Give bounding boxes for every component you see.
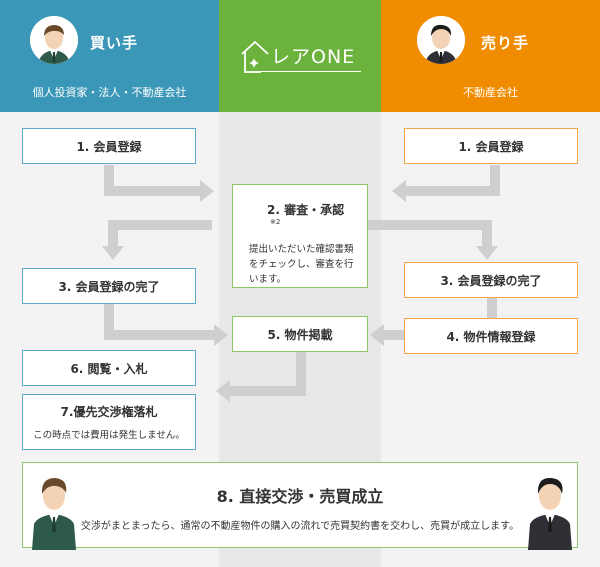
arrow-listing-to-buyer (216, 352, 306, 402)
platform-header: レアONE (219, 0, 381, 112)
step-final: 8. 直接交渉・売買成立 交渉がまとまったら、通常の不動産物件の購入の流れで売買… (22, 462, 578, 548)
arrow-review-to-buyer-done (102, 220, 212, 260)
arrow-property-to-listing (370, 324, 404, 346)
logo: レアONE (239, 38, 361, 74)
buyer-title: 買い手 (90, 34, 139, 52)
seller-header: 売り手 不動産会社 (381, 0, 600, 112)
buyer-header: 買い手 個人投資家・法人・不動産会社 (0, 0, 219, 112)
priority-note: この時点では費用は発生しません。 (33, 430, 185, 441)
priority-title: 7.優先交渉権落札 (60, 405, 158, 419)
final-note: 交渉がまとまったら、通常の不動産物件の購入の流れで売買契約書を交わし、売買が成立… (80, 521, 520, 532)
review-mark: ※2 (270, 218, 281, 226)
arrow-review-to-seller-done (368, 220, 498, 260)
step-seller-register: 1. 会員登録 (404, 128, 578, 164)
seller-title: 売り手 (481, 34, 530, 52)
step-review: 2. 審査・承認※2 提出いただいた確認書類をチェックし、審査を行います。 (232, 184, 368, 288)
review-note: 提出いただいた確認書類をチェックし、審査を行います。 (249, 244, 354, 285)
review-title: 2. 審査・承認 (267, 203, 345, 217)
logo-text: レアONE (271, 46, 356, 68)
buyer-subtitle: 個人投資家・法人・不動産会社 (32, 86, 187, 99)
arrow-buyer-done-to-listing (104, 303, 228, 346)
house-sparkle-icon (241, 40, 269, 73)
step-buyer-register-done: 3. 会員登録の完了 (22, 268, 196, 304)
arrow-seller-done-to-property (487, 297, 497, 319)
review-title-wrap: 2. 審査・承認※2 (267, 201, 355, 232)
arrow-buyer-to-review (104, 165, 214, 202)
seller-avatar-icon (417, 16, 465, 64)
arrow-seller-to-review (392, 165, 500, 202)
final-title: 8. 直接交渉・売買成立 (216, 487, 384, 506)
step-seller-register-done: 3. 会員登録の完了 (404, 262, 578, 298)
logo-underline (261, 71, 361, 72)
buyer-figure-icon (32, 478, 76, 550)
seller-figure-icon (528, 477, 572, 550)
step-property-register: 4. 物件情報登録 (404, 318, 578, 354)
seller-subtitle: 不動産会社 (463, 86, 518, 99)
step-browse-bid: 6. 閲覧・入札 (22, 350, 196, 386)
step-priority: 7.優先交渉権落札 この時点では費用は発生しません。 (22, 394, 196, 450)
step-listing: 5. 物件掲載 (232, 316, 368, 352)
step-buyer-register: 1. 会員登録 (22, 128, 196, 164)
buyer-avatar-icon (30, 16, 78, 64)
